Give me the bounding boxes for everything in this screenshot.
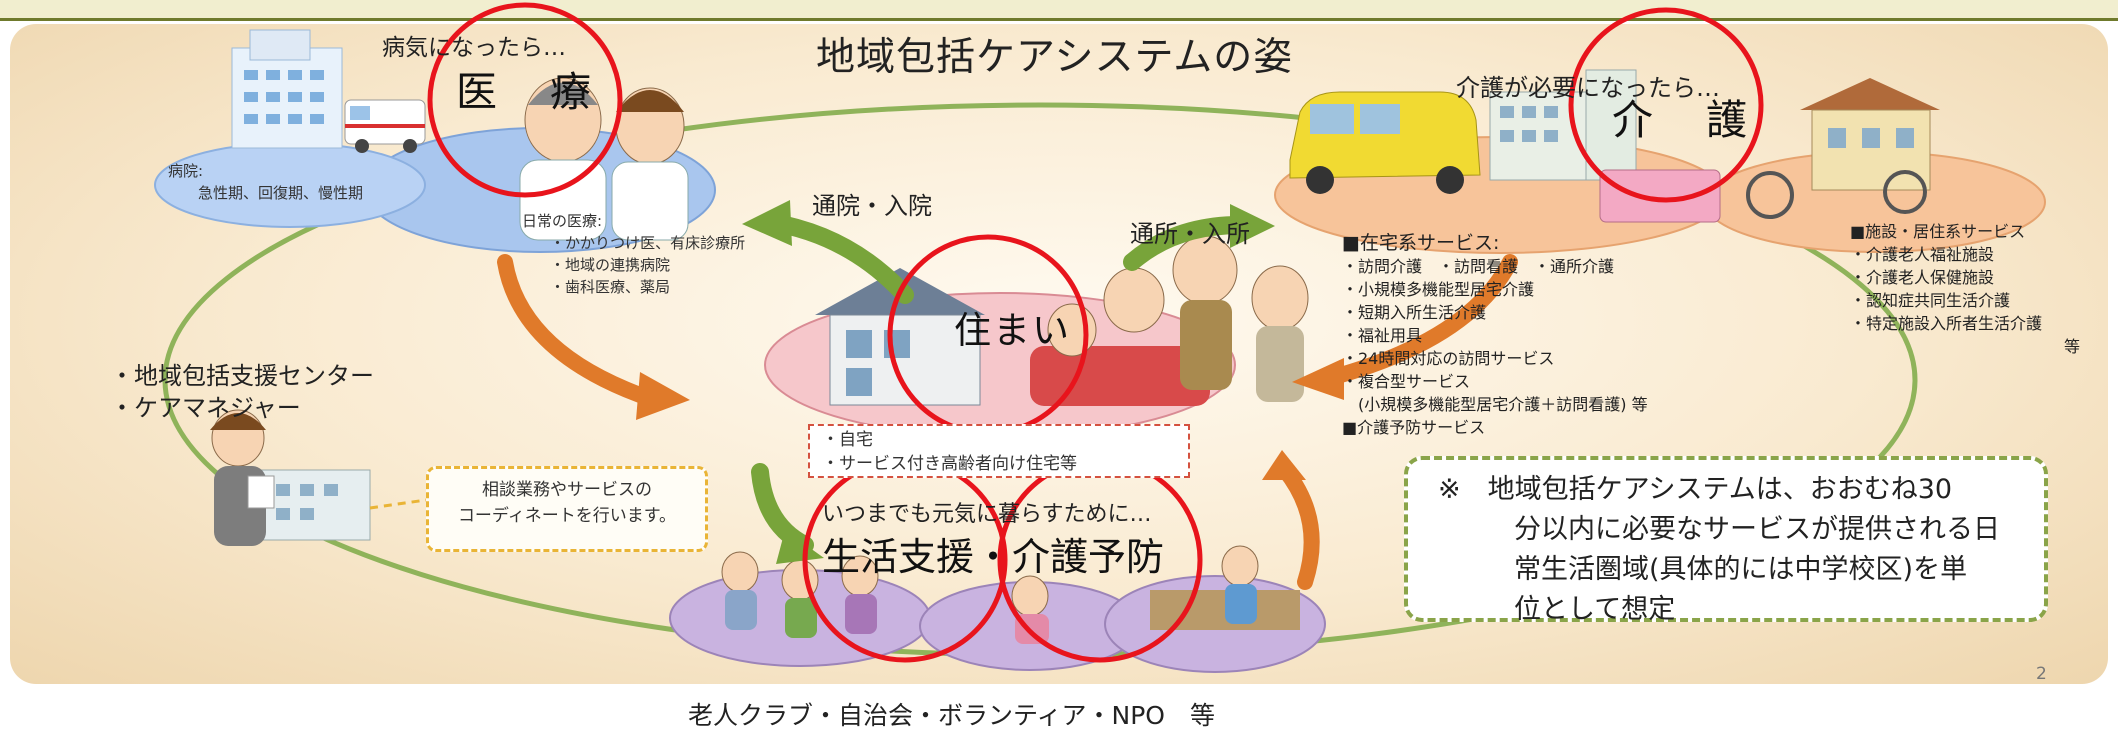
medical-caption: 病気になったら… xyxy=(382,35,566,61)
facility-service-item: ・特定施設入所者生活介護 xyxy=(1850,314,2043,333)
note-line: 位として想定 xyxy=(1514,594,1676,625)
facility-services-list: ■施設・居住系サービス ・介護老人福祉施設 ・介護老人保健施設 ・認知症共同生活… xyxy=(1850,220,2090,358)
home-service-item: ・訪問介護 ・訪問看護 ・通所介護 xyxy=(1342,257,1615,276)
housing-item: ・自宅 xyxy=(822,430,873,450)
home-service-item: ・複合型サービス xyxy=(1342,372,1471,391)
circle-care xyxy=(1568,7,1764,203)
consult-box: 相談業務やサービスの コーディネートを行います。 xyxy=(426,466,708,552)
circle-medical xyxy=(427,2,623,198)
page-title: 地域包括ケアシステムの姿 xyxy=(816,35,1294,80)
home-service-item: ・短期入所生活介護 xyxy=(1342,303,1487,322)
consult-line: コーディネートを行います。 xyxy=(457,506,677,526)
note-box: ※ 地域包括ケアシステムは、おおむね30 分以内に必要なサービスが提供される日 … xyxy=(1404,456,2048,625)
hospital-text: 病院: 急性期、回復期、慢性期 xyxy=(168,160,363,204)
van-illustration xyxy=(1289,91,1481,194)
hospital-illustration xyxy=(231,29,426,153)
note-line: 常生活圏域(具体的には中学校区)を単 xyxy=(1514,554,1968,585)
note-line: ※ 地域包括ケアシステムは、おおむね30 xyxy=(1438,474,1953,505)
care-label: 介 護 xyxy=(1612,96,1753,144)
facility-service-item: ・認知症共同生活介護 xyxy=(1850,291,2011,310)
daily-line: ・かかりつけ医、有床診療所 xyxy=(550,234,746,252)
arrow-label-care: 通所・入所 xyxy=(1130,220,1250,248)
bath-illustration xyxy=(1599,169,1721,223)
care-manager-illustration xyxy=(210,409,371,546)
home-service-item: ・小規模多機能型居宅介護 xyxy=(1342,280,1535,299)
arrow-label-medical: 通院・入院 xyxy=(812,192,932,220)
page-number: 2 xyxy=(2036,664,2047,684)
life-support-label: 生活支援・介護予防 xyxy=(822,535,1165,579)
facility-service-item: ・介護老人福祉施設 xyxy=(1850,245,1995,264)
medical-label: 医 療 xyxy=(456,68,597,116)
note-line: 分以内に必要なサービスが提供される日 xyxy=(1514,514,2000,545)
consult-connector xyxy=(369,498,427,510)
bottom-caption: 老人クラブ・自治会・ボランティア・NPO 等 xyxy=(688,701,1215,730)
facility-service-item: 等 xyxy=(2063,337,2080,356)
home-service-item: ■介護予防サービス xyxy=(1342,418,1486,437)
life-caption: いつまでも元気に暮らすために… xyxy=(822,502,1152,527)
wheelchair-illustration xyxy=(1746,170,1927,219)
note-text: ※ 地域包括ケアシステムは、おおむね30 分以内に必要なサービスが提供される日 … xyxy=(1438,470,2000,630)
seniors-illustration xyxy=(721,545,1300,644)
home-services-list: ■在宅系サービス: ・訪問介護 ・訪問看護 ・通所介護 ・小規模多機能型居宅介護… xyxy=(1342,232,1648,439)
doctors-illustration xyxy=(519,77,689,241)
support-text: ・地域包括支援センター ・ケアマネジャー xyxy=(110,360,374,424)
facility-house-illustration xyxy=(1800,78,1940,191)
housing-items-box: ・自宅 ・サービス付き高齢者向け住宅等 xyxy=(808,424,1190,478)
housing-label: 住まい xyxy=(954,309,1071,352)
home-service-item: ■在宅系サービス: xyxy=(1342,232,1500,254)
daily-line: 日常の医療: xyxy=(522,212,603,230)
family-illustration xyxy=(1030,235,1309,406)
home-service-item: ・24時間対応の訪問サービス xyxy=(1342,349,1555,368)
support-line: ・ケアマネジャー xyxy=(110,394,301,422)
daily-line: ・歯科医療、薬局 xyxy=(550,278,671,296)
hospital-line: 急性期、回復期、慢性期 xyxy=(198,184,364,202)
daily-medical-text: 日常の医療: ・かかりつけ医、有床診療所 ・地域の連携病院 ・歯科医療、薬局 xyxy=(522,210,745,298)
hospital-line: 病院: xyxy=(168,162,204,180)
facility-service-item: ■施設・居住系サービス xyxy=(1850,222,2026,241)
support-line: ・地域包括支援センター xyxy=(110,362,374,390)
daily-line: ・地域の連携病院 xyxy=(550,256,671,274)
home-service-item: ・福祉用具 xyxy=(1342,326,1423,345)
housing-item: ・サービス付き高齢者向け住宅等 xyxy=(822,454,1077,474)
consult-line: 相談業務やサービスの xyxy=(482,480,652,500)
home-service-item: (小規模多機能型居宅介護＋訪問看護) 等 xyxy=(1342,395,1648,414)
flow-arrows xyxy=(497,200,1518,590)
facility-service-item: ・介護老人保健施設 xyxy=(1850,268,1995,287)
care-caption: 介護が必要になったら… xyxy=(1456,74,1720,102)
